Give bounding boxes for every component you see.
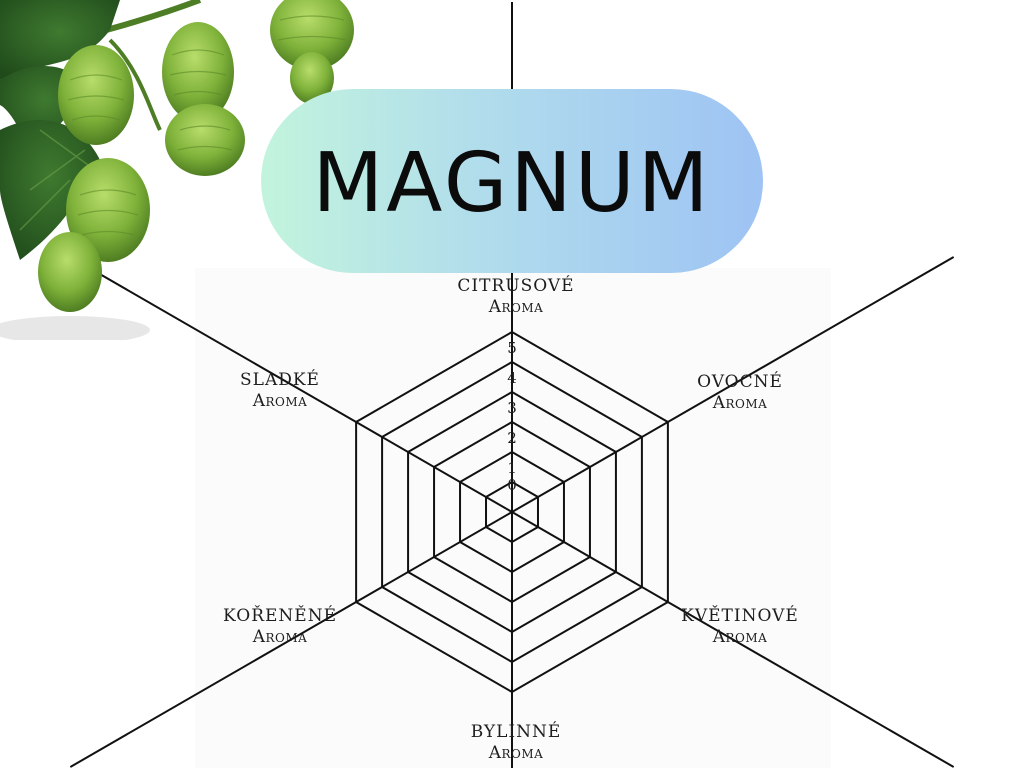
spoke-outer-3 (667, 601, 955, 768)
axis-subtitle: Aroma (252, 391, 308, 412)
title-pill: MAGNUM (261, 89, 763, 273)
axis-name: KOŘENĚNÉ (223, 606, 337, 626)
tick-label-3: 3 (507, 399, 517, 417)
axis-name: OVOCNÉ (697, 372, 783, 392)
spoke-outer-2 (667, 256, 955, 423)
spoke-outer-5 (69, 601, 357, 768)
tick-label-2: 2 (507, 429, 517, 447)
tick-label-4: 4 (507, 369, 517, 387)
axis-subtitle: Aroma (488, 743, 544, 764)
spoke-inner-2 (511, 421, 669, 513)
spoke-outer-6 (69, 256, 357, 423)
tick-label-5: 5 (507, 339, 517, 357)
spoke-inner-5 (355, 511, 513, 603)
spoke-inner-3 (511, 511, 669, 603)
tick-label-0: 0 (507, 476, 517, 494)
hop-cones-leaves-image (0, 0, 354, 340)
axis-name: BYLINNÉ (470, 722, 562, 742)
tick-label-1: 1 (507, 459, 517, 477)
spoke-inner-6 (355, 421, 513, 513)
axis-subtitle: Aroma (712, 627, 768, 648)
axis-subtitle: Aroma (712, 393, 768, 414)
axis-name: CITRUSOVÉ (457, 276, 575, 296)
axis-name: KVĚTINOVÉ (681, 606, 799, 626)
axis-subtitle: Aroma (488, 297, 544, 318)
axis-subtitle: Aroma (252, 627, 308, 648)
axis-name: SLADKÉ (240, 370, 320, 390)
page-title: MAGNUM (312, 135, 712, 231)
